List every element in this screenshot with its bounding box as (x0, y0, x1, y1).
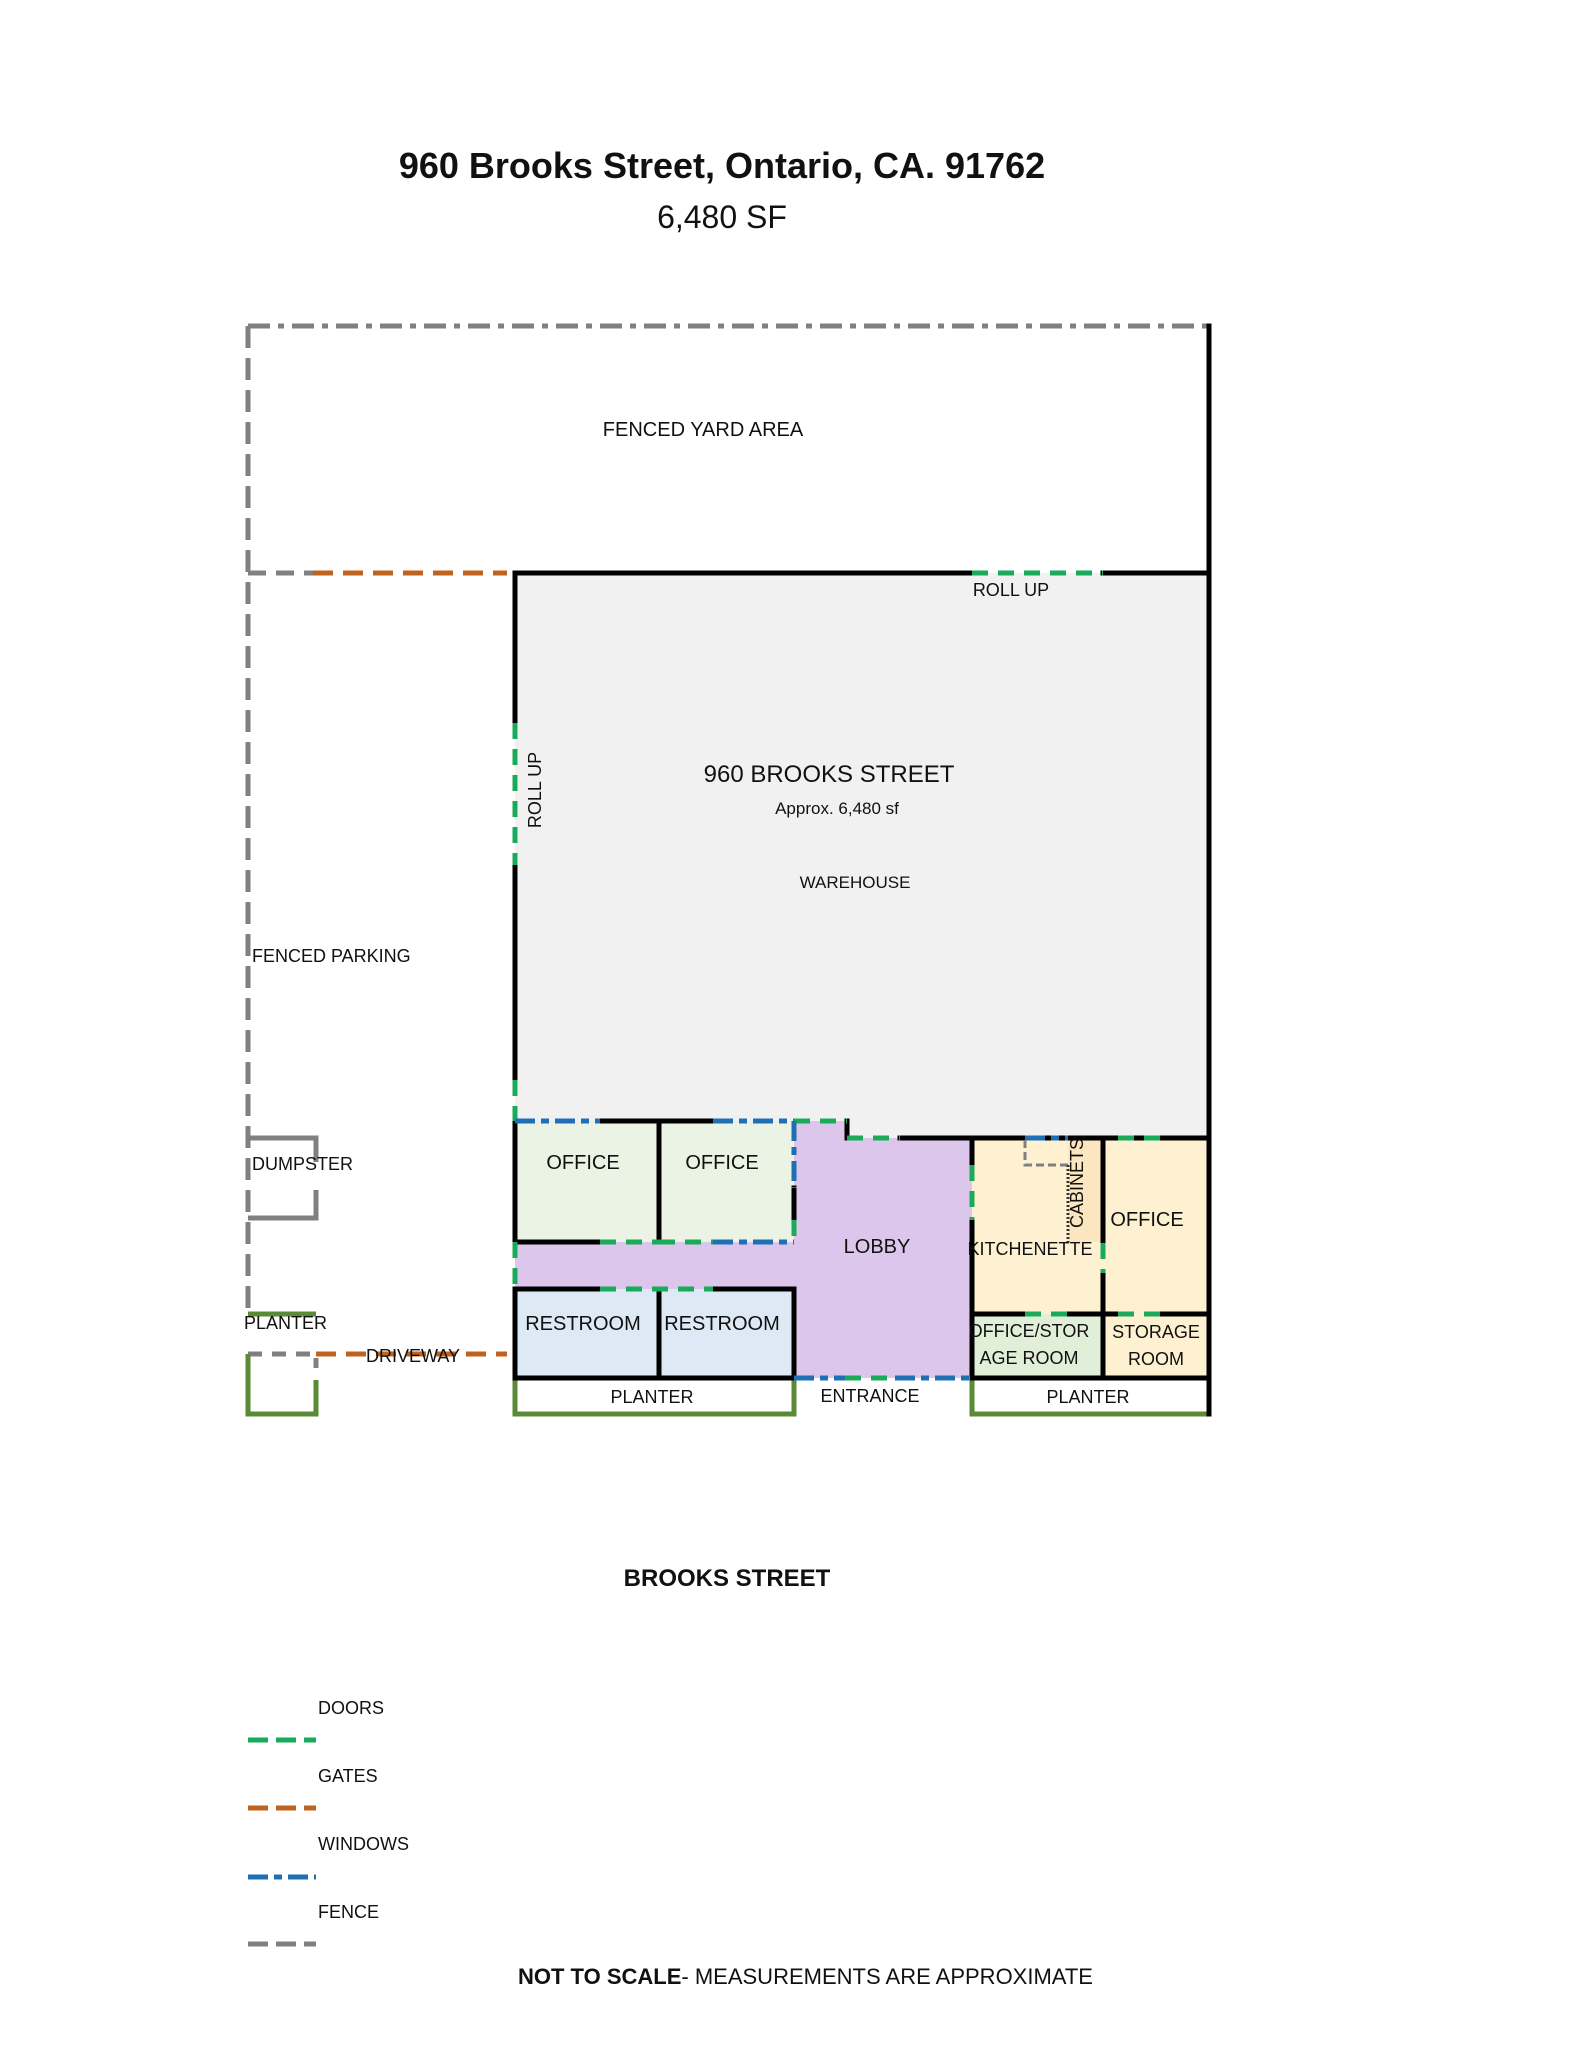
restroom-2-area (659, 1289, 794, 1378)
legend-fence-label: FENCE (318, 1902, 379, 1922)
parking-label: FENCED PARKING (252, 946, 411, 966)
windows (515, 1118, 1068, 1381)
building-area: Approx. 6,480 sf (775, 799, 899, 818)
lobby-area (515, 1121, 972, 1378)
scale-note: NOT TO SCALE- MEASUREMENTS ARE APPROXIMA… (518, 1964, 1093, 1989)
driveway-fence (248, 1351, 319, 1368)
room-fills (515, 573, 1209, 1378)
gates (313, 570, 507, 1357)
cabinets-area (1068, 1138, 1103, 1242)
office-1-label: OFFICE (546, 1152, 619, 1174)
office-storage-area (972, 1314, 1103, 1378)
page-title: 960 Brooks Street, Ontario, CA. 91762 (399, 145, 1045, 186)
office-2-area (659, 1121, 794, 1242)
planter-mid-label: PLANTER (610, 1387, 693, 1407)
legend-doors-label: DOORS (318, 1698, 384, 1718)
planter-left-label: PLANTER (244, 1313, 327, 1333)
rollup-left-label: ROLL UP (525, 752, 545, 828)
planter-mid-box (512, 1378, 797, 1417)
warehouse-area-lower (847, 1121, 1209, 1138)
kitchenette-label: KITCHENETTE (967, 1239, 1092, 1259)
scale-note-rest: - MEASUREMENTS ARE APPROXIMATE (681, 1964, 1093, 1989)
storage-room-area (1103, 1314, 1209, 1378)
planter-right-label: PLANTER (1046, 1387, 1129, 1407)
dumpster-label: DUMPSTER (252, 1154, 353, 1174)
building-name: 960 BROOKS STREET (704, 761, 955, 788)
storage-room-label-1: STORAGE (1112, 1322, 1200, 1342)
page-subtitle: 6,480 SF (657, 199, 787, 235)
scale-note-bold: NOT TO SCALE (518, 1964, 681, 1989)
driveway-label: DRIVEWAY (366, 1346, 460, 1366)
street-label: BROOKS STREET (624, 1565, 831, 1592)
storage-room-label-2: ROOM (1128, 1349, 1184, 1369)
lobby-label: LOBBY (844, 1236, 911, 1258)
dumpster-enclosure (248, 1135, 319, 1221)
legend-windows-label: WINDOWS (318, 1834, 409, 1854)
office-1-area (515, 1121, 659, 1242)
cabinet-outline (1023, 1140, 1070, 1242)
restroom-walls (512, 1286, 797, 1381)
planter-left-box (245, 1354, 319, 1417)
restroom-1-label: RESTROOM (525, 1313, 641, 1335)
rollup-top-label: ROLL UP (973, 580, 1049, 600)
entrance-label: ENTRANCE (820, 1386, 919, 1406)
legend: DOORS GATES WINDOWS FENCE (248, 1698, 409, 1947)
office-storage-label-1: OFFICE/STOR (969, 1321, 1090, 1341)
fence-lines (245, 323, 1209, 1368)
walls (512, 323, 1212, 1417)
yard-label: FENCED YARD AREA (603, 419, 804, 441)
office-3-label: OFFICE (1110, 1209, 1183, 1231)
restroom-1-area (515, 1289, 659, 1378)
warehouse-label: WAREHOUSE (800, 873, 911, 892)
warehouse-area (515, 573, 1209, 1138)
office-3-area (1103, 1138, 1209, 1314)
legend-gates-label: GATES (318, 1766, 378, 1786)
office-storage-label-2: AGE ROOM (979, 1348, 1078, 1368)
doors (512, 570, 1160, 1381)
office-2-label: OFFICE (685, 1152, 758, 1174)
cabinets-label: CABINETS (1067, 1138, 1087, 1228)
cabinet-dashed-line (1023, 1140, 1068, 1167)
restroom-2-label: RESTROOM (664, 1313, 780, 1335)
